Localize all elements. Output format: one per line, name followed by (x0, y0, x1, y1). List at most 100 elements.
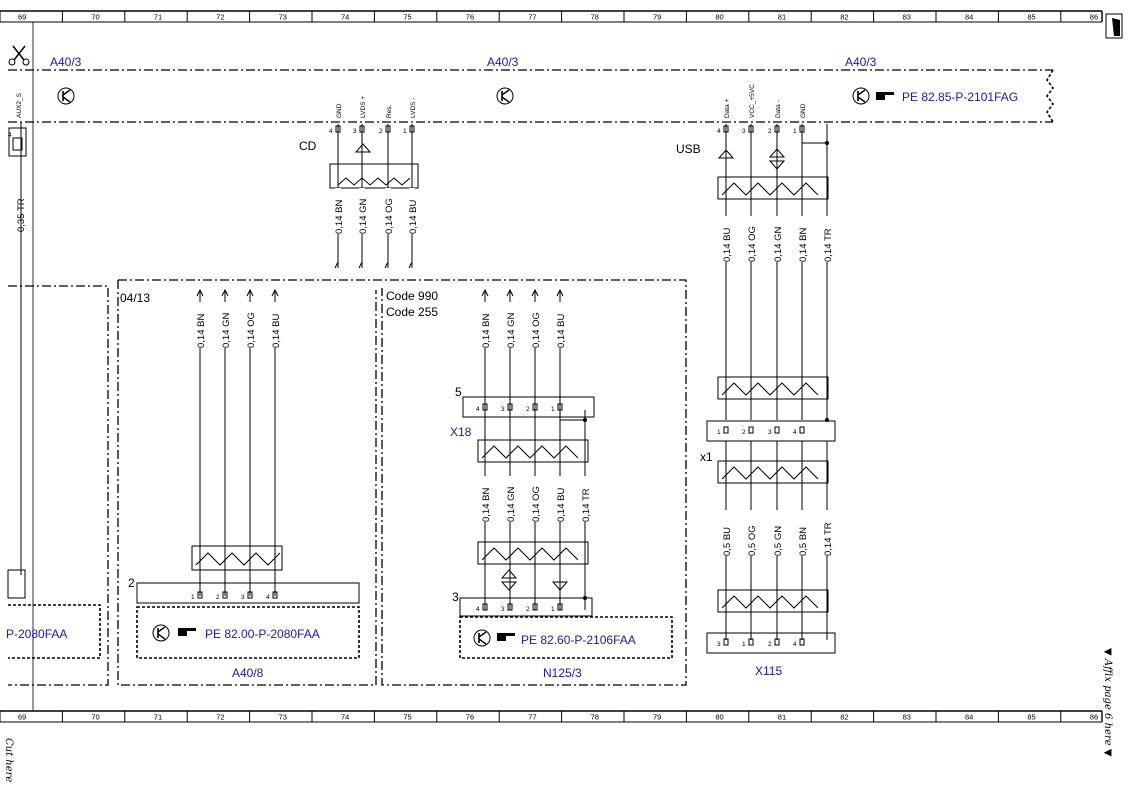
pin-terminal (247, 591, 253, 599)
wire-end (408, 261, 413, 269)
pin-number: 2 (526, 606, 530, 613)
pointing-hand-icon (497, 633, 515, 641)
corner-marker-fill (1112, 18, 1120, 36)
wire-label: 0,14 BU (556, 314, 567, 348)
pin-number: 3 (717, 641, 721, 648)
cd-label: CD (299, 139, 317, 153)
code-255-label: Code 255 (386, 305, 438, 319)
ruler-number: 80 (715, 713, 723, 722)
aux-pin-number: 4 (8, 132, 12, 139)
pin-terminal (748, 426, 754, 434)
wire-label: 0,14 OG (531, 312, 542, 348)
ruler-number: 74 (341, 13, 349, 22)
pointing-hand-icon (178, 628, 196, 636)
wire-label: 0,14 BU (271, 314, 282, 348)
wire-label: 0,14 BU (722, 228, 733, 262)
ruler-number: 70 (91, 713, 99, 722)
wire-label: 0,14 OG (747, 226, 758, 262)
pin-number: 2 (379, 128, 383, 135)
ruler-number: 73 (279, 713, 287, 722)
connector-3-label: 3 (452, 590, 459, 604)
pin-name: VCC_+5VC (749, 84, 756, 118)
wire-end (358, 261, 363, 269)
signal-arrow-icon (354, 143, 372, 153)
pin-number: 3 (353, 128, 357, 135)
ruler-number: 76 (466, 13, 474, 22)
ruler-number: 80 (715, 13, 723, 22)
ruler-number: 75 (403, 13, 411, 22)
pin-number: 4 (793, 641, 797, 648)
transistor-icon (496, 87, 514, 105)
pin-number: 3 (501, 606, 505, 613)
pin-number: 2 (216, 594, 220, 601)
ruler-number: 82 (840, 13, 848, 22)
n125-3-reference[interactable]: PE 82.60-P-2106FAA (521, 633, 636, 647)
connector-5-label: 5 (455, 385, 462, 399)
wire-end (384, 261, 389, 269)
pin-number: 4 (266, 594, 270, 601)
a40-3-reference[interactable]: PE 82.85-P-2101FAG (902, 90, 1018, 104)
pin-number: 4 (717, 128, 721, 135)
ruler-number: 79 (653, 13, 661, 22)
wire-label: 0,14 BN (481, 488, 492, 522)
pin-number: 1 (551, 606, 555, 613)
ruler-number: 78 (591, 13, 599, 22)
ruler-number: 86 (1090, 713, 1098, 722)
pin-name: GND (336, 103, 343, 118)
ruler-number: 85 (1027, 13, 1035, 22)
connector-2-label: 2 (128, 576, 135, 590)
ruler-number: 69 (18, 713, 26, 722)
pin-terminal (197, 591, 203, 599)
aux-wire-label: 0,35 TR (16, 198, 27, 232)
pin-number: 4 (476, 406, 480, 413)
wire-label: 0,5 GN (773, 526, 784, 556)
pin-number: 2 (526, 406, 530, 413)
wire-label: 0,14 OG (246, 312, 257, 348)
ruler-number: 83 (903, 13, 911, 22)
ruler-number: 75 (403, 713, 411, 722)
ruler-number: 77 (528, 13, 536, 22)
ruler-number: 69 (18, 13, 26, 22)
ruler-number: 82 (840, 713, 848, 722)
ruler-number: 72 (216, 13, 224, 22)
pin-number: 2 (742, 429, 746, 436)
ruler-number: 84 (965, 13, 973, 22)
left-reference[interactable]: P-2080FAA (6, 627, 67, 641)
wire-label: 0,14 GN (221, 312, 232, 348)
aux-pin-name: AUX2_S (16, 92, 23, 118)
a40-8-reference[interactable]: PE 82.00-P-2080FAA (205, 627, 320, 641)
wire-label: 0,14 BN (798, 228, 809, 262)
affix-instruction: ▼ Affix page 6 here ▼ (1102, 648, 1113, 757)
wire-label: 0,14 GN (506, 312, 517, 348)
a40-3-label-right: A40/3 (845, 55, 877, 69)
wire-label: 0,14 GN (506, 486, 517, 522)
signal-arrow-icon (551, 581, 569, 591)
wire-label: 0,14 OG (531, 486, 542, 522)
pin-terminal (748, 638, 754, 646)
a40-3-label-mid: A40/3 (487, 55, 519, 69)
ruler-number: 74 (341, 713, 349, 722)
transistor-icon (852, 87, 870, 105)
pin-number: 3 (241, 594, 245, 601)
pin-number: 4 (476, 606, 480, 613)
pin-terminal (799, 426, 805, 434)
transistor-icon (473, 629, 491, 647)
page-reference[interactable]: 04/13 (120, 291, 150, 305)
code-990-label: Code 990 (386, 289, 438, 303)
pin-terminal (774, 638, 780, 646)
wire-label: 0,14 TR (823, 522, 834, 556)
wire-label: 0,14 BN (481, 314, 492, 348)
pin-number: 4 (329, 128, 333, 135)
ruler-number: 81 (778, 713, 786, 722)
wire-label: 0,14 TR (581, 488, 592, 522)
ruler-number: 81 (778, 13, 786, 22)
wire-label: 0,14 GN (358, 198, 369, 234)
usb-label: USB (676, 142, 701, 156)
pin-terminal (557, 603, 563, 611)
wire-label: 0,14 GN (773, 226, 784, 262)
wire-label: 0,14 BU (556, 488, 567, 522)
junction-dot (583, 418, 587, 422)
transistor-icon (57, 87, 75, 105)
pin-number: 1 (717, 429, 721, 436)
